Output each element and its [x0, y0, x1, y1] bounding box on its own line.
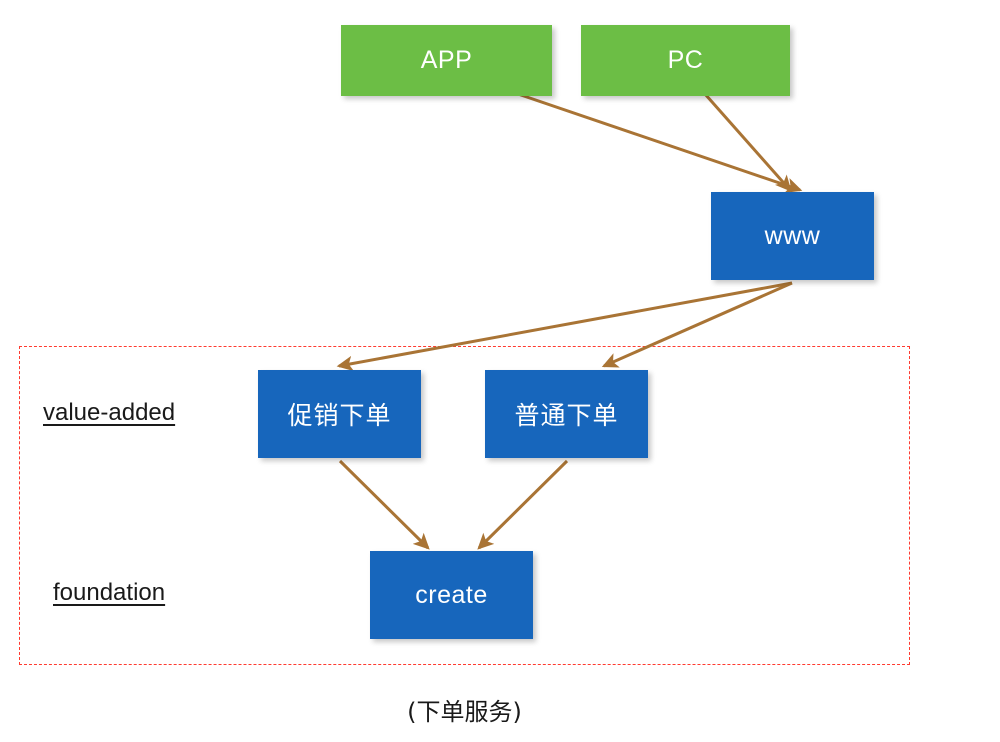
node-promotion-order[interactable]: 促销下单 [258, 370, 421, 458]
node-app[interactable]: APP [341, 25, 552, 96]
node-normal-order[interactable]: 普通下单 [485, 370, 648, 458]
node-www[interactable]: www [711, 192, 874, 280]
edge-app-to-www [517, 92, 803, 193]
node-pc[interactable]: PC [581, 25, 790, 96]
edge-pc-to-www [703, 93, 792, 192]
tier-label-value-added: value-added [43, 399, 176, 426]
tier-label-foundation: foundation [53, 579, 166, 606]
diagram-caption: (下单服务) [407, 698, 522, 726]
node-create[interactable]: create [370, 551, 533, 639]
